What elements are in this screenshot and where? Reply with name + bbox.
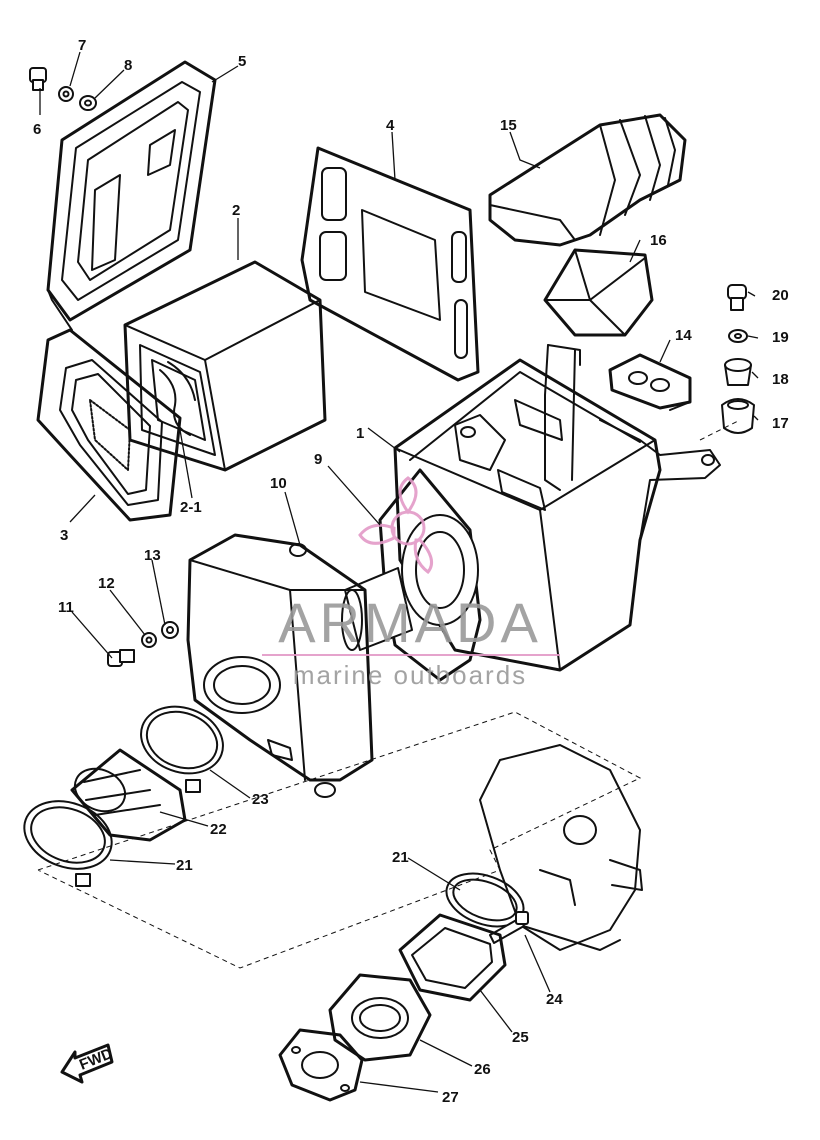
label-part-15: 15 (500, 117, 517, 134)
label-part-20: 20 (772, 287, 789, 304)
part-12-washer (141, 632, 157, 648)
label-part-18: 18 (772, 371, 789, 388)
label-part-1: 1 (356, 425, 364, 442)
part-24-screw (489, 911, 529, 944)
label-part-14: 14 (675, 327, 692, 344)
label-part-17: 17 (772, 415, 789, 432)
label-part-10: 10 (270, 475, 287, 492)
part-21-clamp-left (23, 800, 113, 887)
label-part-4: 4 (386, 117, 395, 134)
label-part-11: 11 (58, 599, 74, 616)
watermark-tagline: marine outboards (293, 660, 527, 690)
label-part-19: 19 (772, 329, 789, 346)
part-7-washer (58, 86, 74, 102)
label-part-25: 25 (512, 1029, 529, 1046)
part-13-washer (161, 621, 179, 639)
part-8-washer (79, 95, 97, 111)
part-labels: 1 2 2-1 3 4 5 6 7 8 9 10 11 12 13 14 15 … (33, 37, 789, 1106)
carburetor (479, 744, 643, 951)
part-17-grommet (721, 398, 755, 434)
label-part-3: 3 (60, 527, 68, 544)
part-6-bolt (29, 67, 47, 91)
part-25-heat-shield (398, 913, 507, 1002)
label-part-26: 26 (474, 1061, 491, 1078)
watermark-brand: ARMADA (278, 591, 542, 654)
part-23-clamp (140, 705, 224, 793)
label-part-21-left: 21 (176, 857, 193, 874)
part-27-gasket (278, 1028, 364, 1102)
part-11-bolt (107, 649, 135, 667)
label-part-23: 23 (252, 791, 269, 808)
label-part-7: 7 (78, 37, 86, 54)
part-5-filter-cover (46, 60, 217, 331)
part-4-gasket (300, 146, 480, 382)
label-part-13: 13 (144, 547, 161, 564)
part-2-filter-element (123, 260, 327, 472)
label-part-6: 6 (33, 121, 41, 138)
part-1-air-box (393, 344, 741, 672)
label-part-27: 27 (442, 1089, 459, 1106)
label-part-21-right: 21 (392, 849, 409, 866)
watermark-propeller-icon (358, 476, 434, 575)
label-part-2-1: 2-1 (180, 499, 202, 516)
part-15-intake-duct (488, 113, 687, 247)
label-part-5: 5 (238, 53, 246, 70)
label-part-24: 24 (546, 991, 563, 1008)
part-20-bolt (727, 284, 747, 311)
leader-lines (39, 51, 759, 1093)
label-part-12: 12 (98, 575, 115, 592)
part-26-intake-manifold (328, 973, 432, 1062)
part-10-cleaner-case (186, 533, 374, 798)
watermark: ARMADA marine outboards (262, 476, 560, 690)
part-3-filter-frame (36, 328, 182, 522)
assembly-outline (37, 711, 642, 969)
label-part-8: 8 (124, 57, 132, 74)
part-16-duct-piece (543, 248, 654, 337)
part-19-washer (728, 329, 748, 343)
label-part-16: 16 (650, 232, 667, 249)
part-2-1-filter-core (151, 359, 206, 441)
label-part-22: 22 (210, 821, 227, 838)
part-14-bracket (608, 353, 692, 411)
label-part-9: 9 (314, 451, 322, 468)
part-18-collar (724, 358, 752, 386)
label-part-2: 2 (232, 202, 240, 219)
